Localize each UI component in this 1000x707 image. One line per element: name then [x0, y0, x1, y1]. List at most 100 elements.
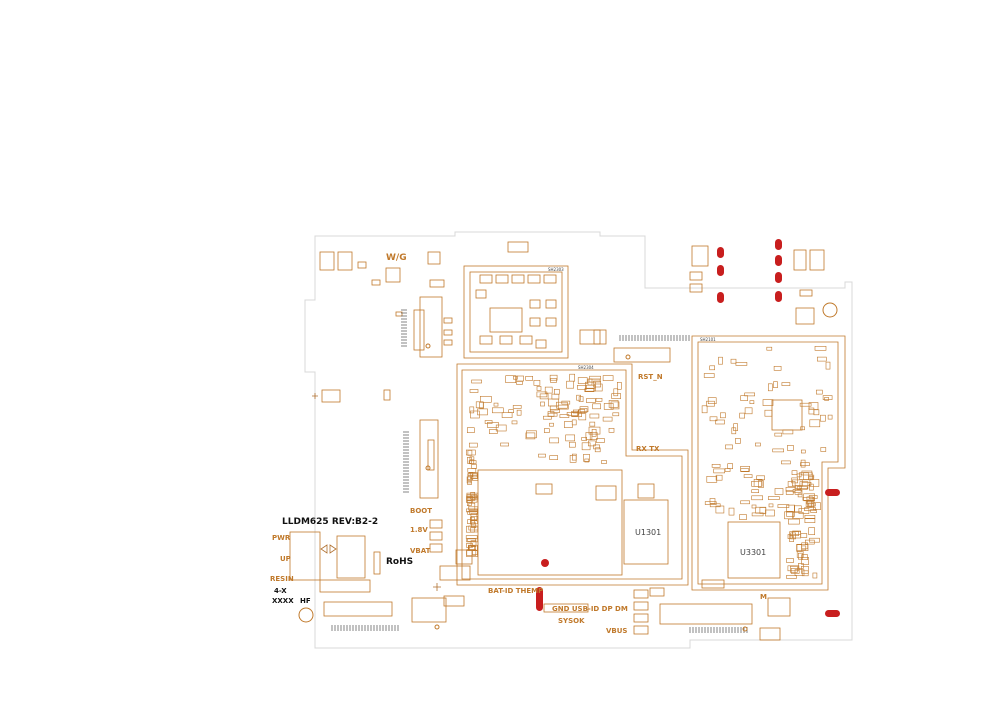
- smd-component: [595, 397, 603, 402]
- smd-component: [547, 412, 558, 417]
- smd-component: [827, 414, 833, 420]
- chip-u3301: U3301: [740, 548, 767, 557]
- smd-component: [540, 401, 545, 407]
- smd-component: [728, 507, 735, 516]
- smd-component: [512, 405, 522, 409]
- smd-component: [611, 393, 622, 399]
- smd-component: [813, 409, 820, 416]
- smd-component: [538, 453, 546, 458]
- smd-component: [792, 511, 804, 519]
- smd-component: [565, 434, 576, 442]
- smd-component: [773, 365, 782, 371]
- smd-component: [513, 375, 518, 380]
- smd-component: [525, 375, 534, 381]
- smd-component: [561, 400, 571, 405]
- smd-component: [731, 427, 737, 435]
- smd-component: [709, 498, 716, 504]
- smd-component: [820, 447, 827, 452]
- smd-component: [572, 409, 579, 414]
- smd-component: [553, 388, 560, 395]
- smd-component: [740, 500, 750, 505]
- smd-component: [594, 447, 601, 453]
- smd-component: [796, 486, 808, 490]
- smd-component: [549, 374, 558, 381]
- smd-component: [820, 414, 826, 422]
- smd-component: [751, 504, 757, 509]
- smd-component: [804, 518, 816, 524]
- smd-component: [602, 416, 613, 422]
- smd-component: [788, 518, 800, 525]
- smd-component: [766, 346, 773, 351]
- smd-component: [493, 402, 499, 407]
- smd-component: [715, 419, 725, 425]
- smd-component: [475, 401, 484, 409]
- smd-component: [525, 432, 536, 440]
- smd-component: [581, 442, 591, 451]
- smd-component: [508, 409, 515, 414]
- smd-component: [794, 489, 803, 495]
- smd-component: [468, 506, 479, 511]
- mounting-holes: [298, 302, 838, 632]
- shield-label-3: SH2101: [700, 337, 716, 342]
- smd-component: [471, 379, 482, 384]
- smd-component: [586, 398, 596, 403]
- smd-component: [587, 378, 593, 386]
- smd-component: [588, 426, 601, 435]
- smd-component: [758, 480, 764, 488]
- smd-component: [470, 410, 480, 419]
- smd-component: [799, 402, 812, 407]
- smd-component: [465, 535, 478, 539]
- smd-component: [715, 505, 725, 514]
- smd-component: [808, 527, 816, 536]
- smd-component: [583, 453, 590, 462]
- smd-component: [471, 473, 478, 478]
- shield-top-middle: [463, 241, 601, 359]
- smd-component: [786, 510, 795, 517]
- smd-component: [786, 504, 796, 513]
- smd-component: [467, 450, 473, 456]
- smd-component: [706, 475, 718, 483]
- smd-component: [593, 383, 603, 392]
- smd-component: [799, 481, 809, 490]
- smd-component: [470, 512, 478, 521]
- smd-component: [777, 504, 790, 508]
- smd-component: [500, 442, 509, 447]
- smd-component: [469, 510, 478, 515]
- smd-component: [566, 380, 574, 389]
- board-title: LLDM625 REV:B2-2: [282, 517, 379, 527]
- smd-component: [577, 377, 588, 384]
- smd-component: [774, 488, 784, 495]
- smd-component: [581, 437, 588, 441]
- smd-component: [547, 411, 555, 417]
- label-up: UP: [280, 555, 291, 563]
- top-left-components: [319, 251, 453, 499]
- smd-component: [720, 412, 726, 419]
- smd-component: [543, 415, 552, 420]
- smd-component: [549, 405, 559, 411]
- smd-component: [809, 419, 821, 428]
- smd-component: [793, 505, 802, 513]
- smd-component: [469, 406, 475, 414]
- board-outline: [304, 231, 853, 649]
- smd-component: [759, 507, 767, 514]
- smd-component: [596, 438, 605, 443]
- label-boot: BOOT: [410, 507, 433, 515]
- smd-component: [516, 409, 522, 416]
- code-xxxx: XXXX: [272, 597, 294, 605]
- smd-component: [751, 480, 762, 487]
- smd-component: [751, 489, 760, 494]
- smd-component: [773, 381, 778, 389]
- smd-component: [725, 444, 733, 450]
- smd-component: [593, 380, 601, 388]
- smd-component: [796, 543, 802, 552]
- smd-component: [569, 454, 577, 463]
- smd-component: [549, 437, 559, 444]
- smd-component: [550, 409, 560, 413]
- smd-component: [549, 455, 559, 460]
- smd-component: [543, 428, 550, 433]
- smd-component: [470, 516, 475, 525]
- smd-component: [785, 490, 794, 495]
- smd-component: [704, 501, 717, 505]
- smd-component: [709, 365, 716, 371]
- smd-component: [803, 472, 813, 481]
